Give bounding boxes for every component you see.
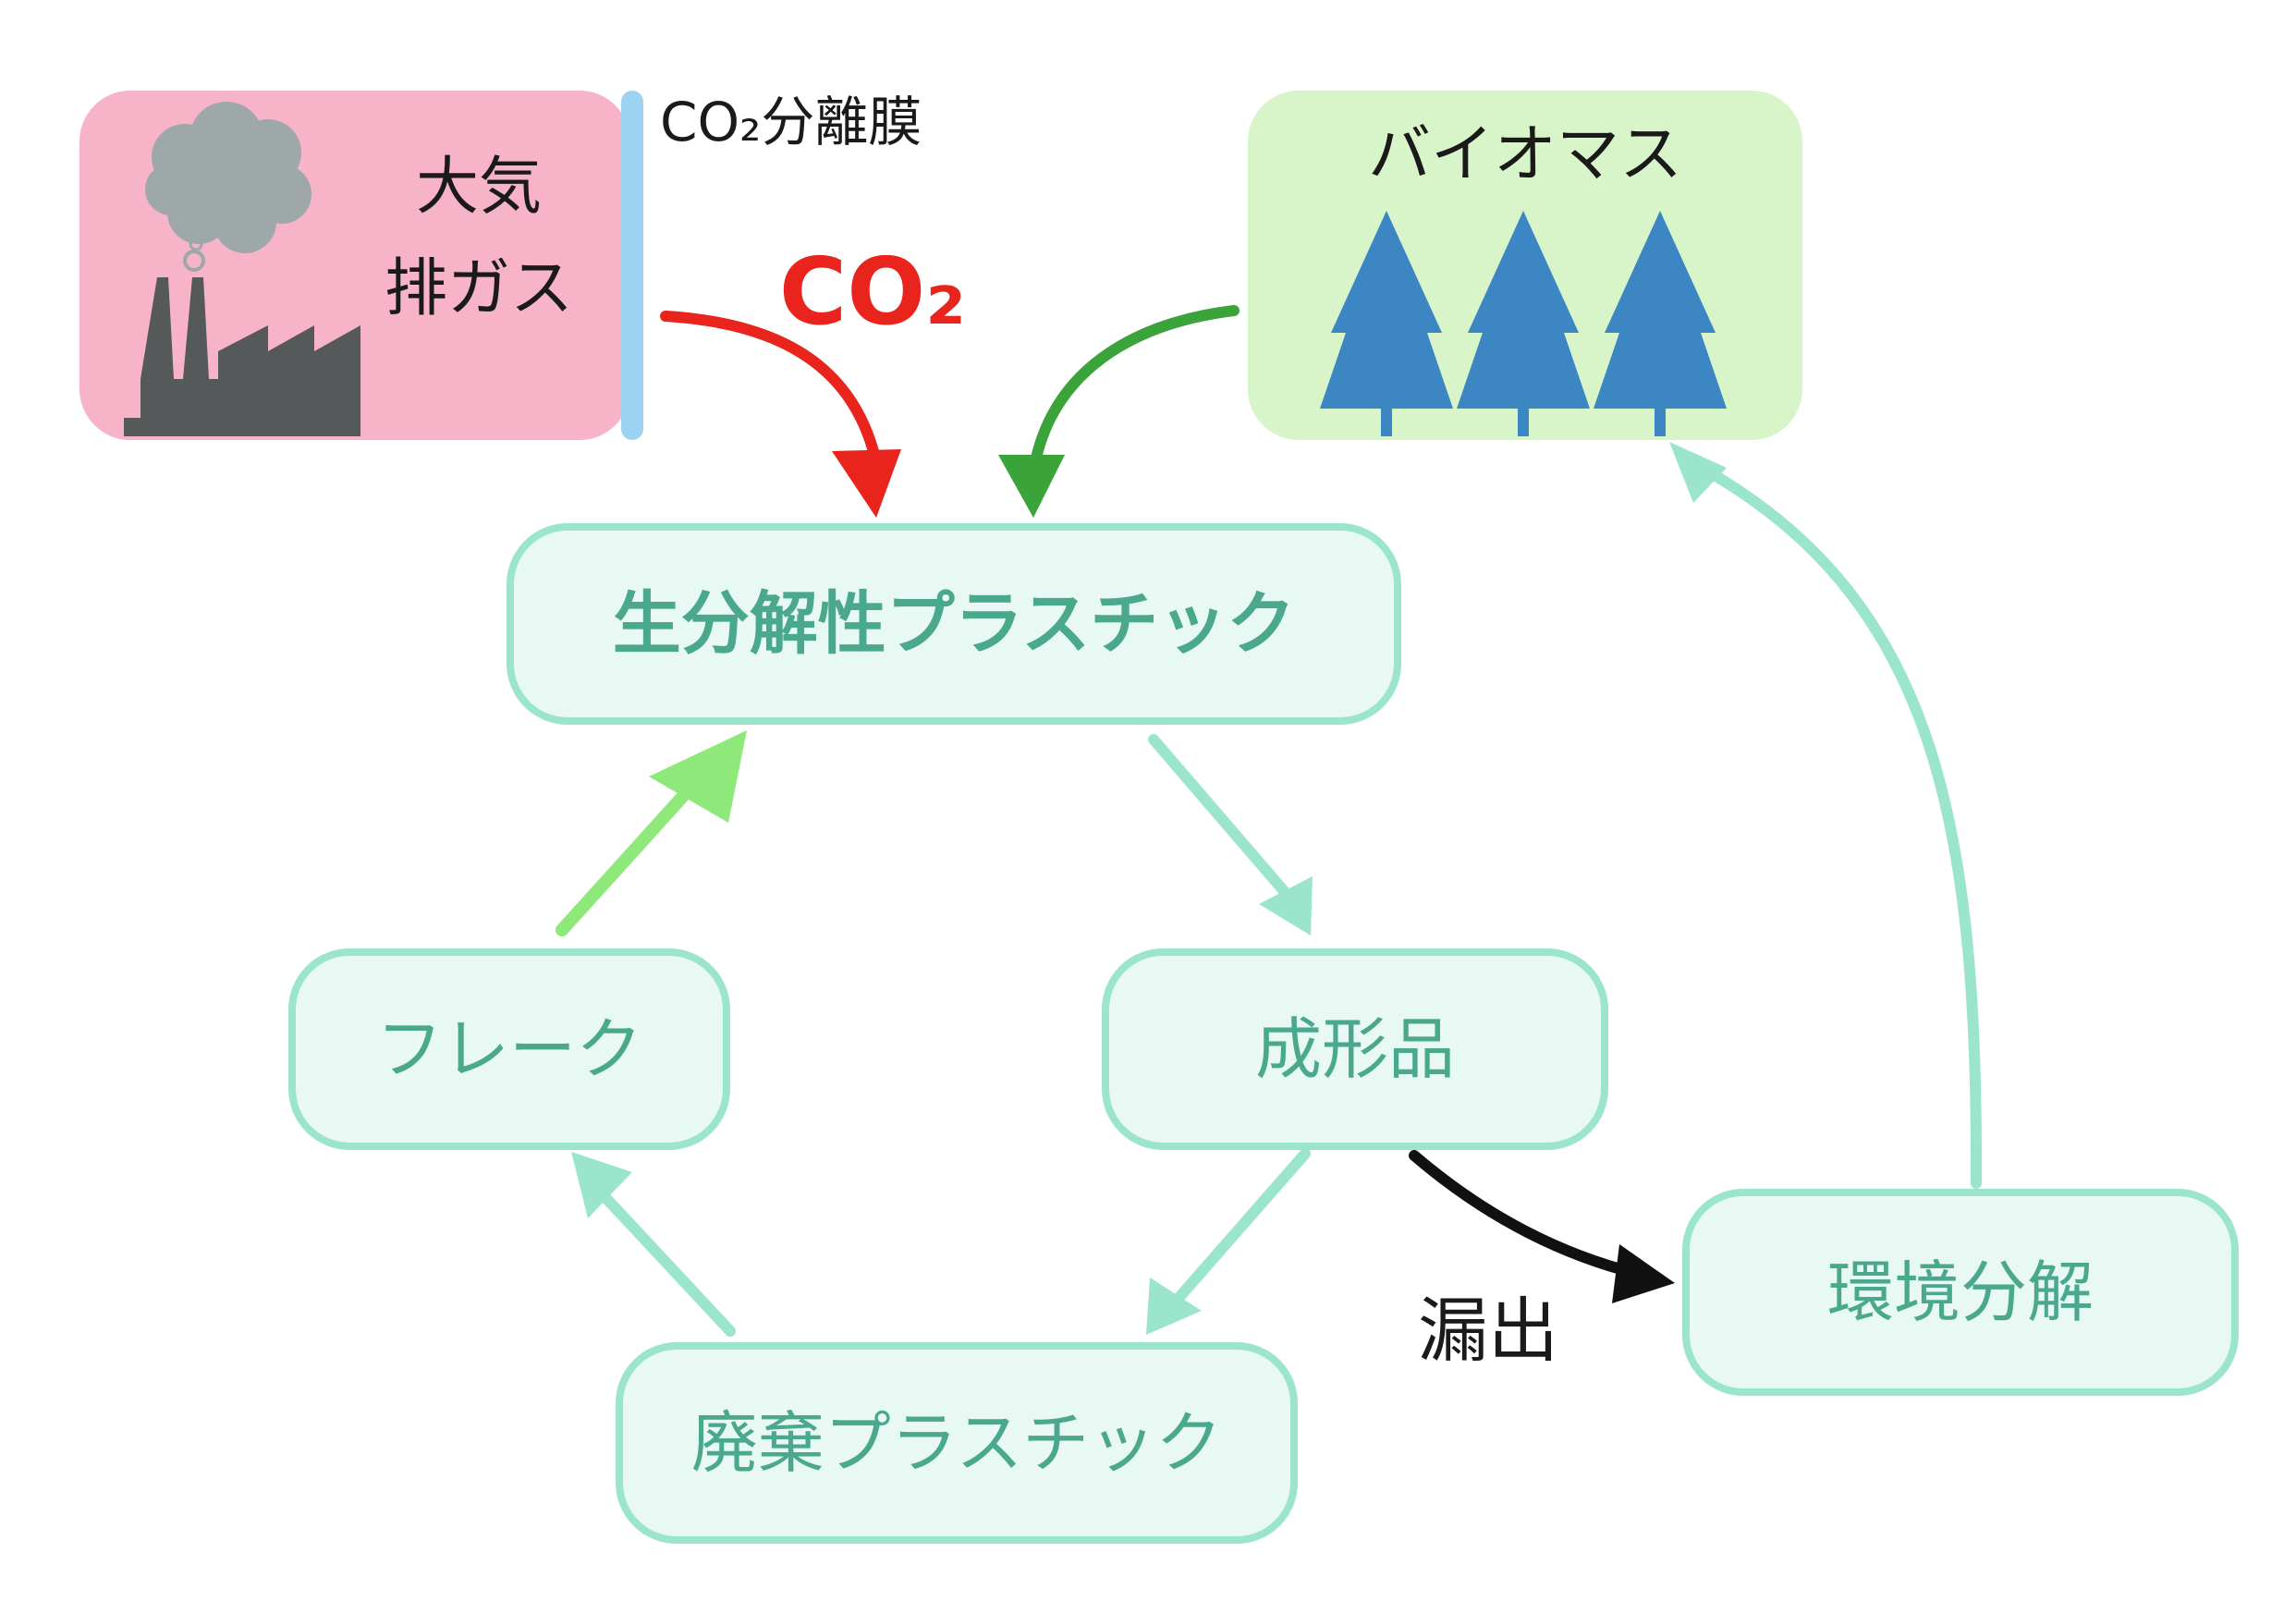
factory-smoke-icon xyxy=(124,102,360,436)
co2-label: CO₂ xyxy=(779,238,966,346)
node-bioplastic: 生分解性プラスチック xyxy=(507,523,1401,725)
node-waste-plastic-label: 廃棄プラスチック xyxy=(691,1404,1223,1482)
node-bioplastic-label: 生分解性プラスチック xyxy=(613,584,1296,664)
co2-input-arrow xyxy=(660,311,901,518)
arrow-flake-to-bioplastic xyxy=(556,730,747,936)
tree-icon xyxy=(1320,211,1453,436)
arrow-molded-to-waste xyxy=(1146,1148,1311,1335)
tree-icon xyxy=(1594,211,1727,436)
atmosphere-label-line2: 排ガス xyxy=(385,252,573,325)
membrane-label: CO₂分離膜 xyxy=(660,91,922,153)
node-waste-plastic: 廃棄プラスチック xyxy=(616,1342,1298,1544)
node-molded-product: 成形品 xyxy=(1102,948,1608,1150)
co2-separation-membrane: CO₂分離膜 xyxy=(621,91,922,440)
biomass-box: バイオマス xyxy=(1248,91,1802,440)
atmosphere-exhaust-box: 大気 排ガス xyxy=(79,91,630,440)
node-flake-label: フレーク xyxy=(376,1010,642,1088)
leak-label: 漏出 xyxy=(1418,1290,1558,1372)
arrow-bioplastic-to-molded xyxy=(1148,734,1313,935)
arrow-decomposition-to-biomass xyxy=(1669,442,1983,1189)
atmosphere-label-line1: 大気 xyxy=(416,151,542,224)
leak-arrow xyxy=(1409,1150,1675,1303)
membrane-bar xyxy=(621,91,643,440)
biomass-input-arrow xyxy=(998,305,1240,518)
node-environmental-decomposition: 環境分解 xyxy=(1682,1189,2239,1396)
node-molded-product-label: 成形品 xyxy=(1255,1010,1455,1088)
node-flake: フレーク xyxy=(288,948,730,1150)
tree-icon xyxy=(1457,211,1590,436)
biomass-label: バイオマス xyxy=(1368,118,1682,191)
arrow-waste-to-flake xyxy=(571,1152,736,1337)
node-decomposition-label: 環境分解 xyxy=(1827,1253,2094,1331)
